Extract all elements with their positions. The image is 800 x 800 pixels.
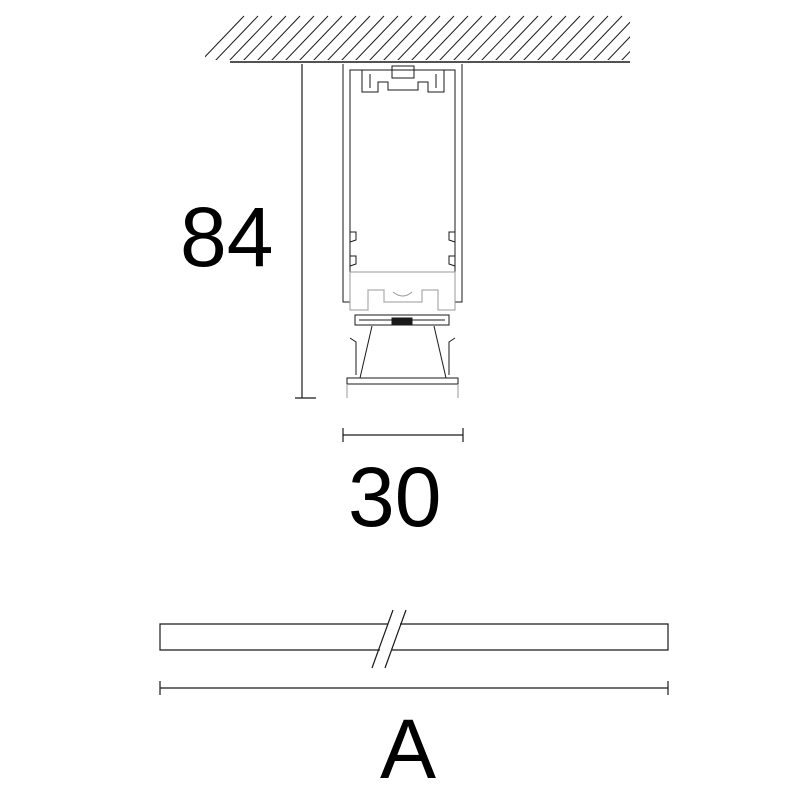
hatch-stroke bbox=[397, 15, 441, 60]
break-line-left bbox=[371, 609, 394, 669]
led-board bbox=[354, 314, 450, 326]
length-dimension: A bbox=[159, 681, 669, 796]
insert-groove bbox=[392, 291, 413, 297]
hatch-stroke bbox=[257, 15, 301, 60]
hatch-stroke bbox=[243, 15, 287, 60]
hatch-stroke bbox=[593, 21, 630, 60]
profile-cross-section bbox=[342, 64, 463, 398]
height-dimension: 84 bbox=[180, 64, 316, 399]
channel-ribs bbox=[369, 74, 437, 88]
width-label: 30 bbox=[348, 450, 441, 544]
reflector bbox=[359, 325, 447, 379]
hatch-stroke bbox=[634, 16, 678, 62]
hatch-stroke bbox=[383, 15, 427, 60]
hatch-stroke bbox=[355, 15, 399, 60]
hatch-stroke bbox=[271, 15, 315, 60]
break-line-right bbox=[384, 609, 407, 669]
right-side-clips bbox=[448, 231, 456, 267]
hatch-stroke bbox=[537, 15, 581, 60]
hatch-stroke bbox=[607, 36, 630, 60]
ceiling-hatch bbox=[205, 15, 720, 62]
hatch-stroke bbox=[453, 15, 497, 60]
hatch-stroke bbox=[495, 15, 539, 60]
hatch-stroke bbox=[411, 15, 455, 60]
length-bar-right bbox=[392, 623, 669, 651]
hatch-stroke bbox=[229, 15, 273, 60]
hatch-stroke bbox=[369, 15, 413, 60]
hatch-stroke bbox=[341, 15, 385, 60]
mounting-clip bbox=[391, 65, 415, 79]
hatch-stroke bbox=[327, 15, 371, 60]
hatch-stroke bbox=[299, 15, 343, 60]
diffuser bbox=[346, 377, 459, 385]
led-chip bbox=[391, 317, 413, 325]
left-side-clips bbox=[349, 231, 357, 267]
hatch-stroke bbox=[313, 15, 357, 60]
height-label: 84 bbox=[180, 190, 273, 284]
hatch-stroke bbox=[662, 16, 706, 62]
diffuser-edges bbox=[346, 384, 459, 398]
hatch-stroke bbox=[579, 15, 623, 60]
hatch-stroke bbox=[215, 15, 259, 60]
hatch-stroke bbox=[509, 15, 553, 60]
hatch-stroke bbox=[551, 15, 595, 60]
width-dimension: 30 bbox=[342, 428, 464, 544]
hatch-stroke bbox=[205, 15, 245, 58]
hatch-stroke bbox=[565, 15, 609, 60]
hatch-stroke bbox=[285, 15, 329, 60]
length-label: A bbox=[380, 702, 436, 796]
ceiling bbox=[205, 15, 720, 63]
length-bar-left bbox=[159, 623, 388, 651]
length-profile bbox=[159, 609, 669, 669]
hatch-stroke bbox=[648, 16, 692, 62]
hatch-stroke bbox=[621, 50, 630, 60]
hatch-stroke bbox=[523, 15, 567, 60]
hatch-stroke bbox=[481, 15, 525, 60]
diffuser-clips bbox=[349, 337, 456, 375]
hatch-stroke bbox=[676, 16, 720, 62]
housing-outer bbox=[342, 64, 463, 303]
hatch-stroke bbox=[425, 15, 469, 60]
profile-insert bbox=[349, 271, 456, 311]
mounting-channel bbox=[361, 70, 445, 93]
hatch-stroke bbox=[467, 15, 511, 60]
hatch-stroke bbox=[439, 15, 483, 60]
